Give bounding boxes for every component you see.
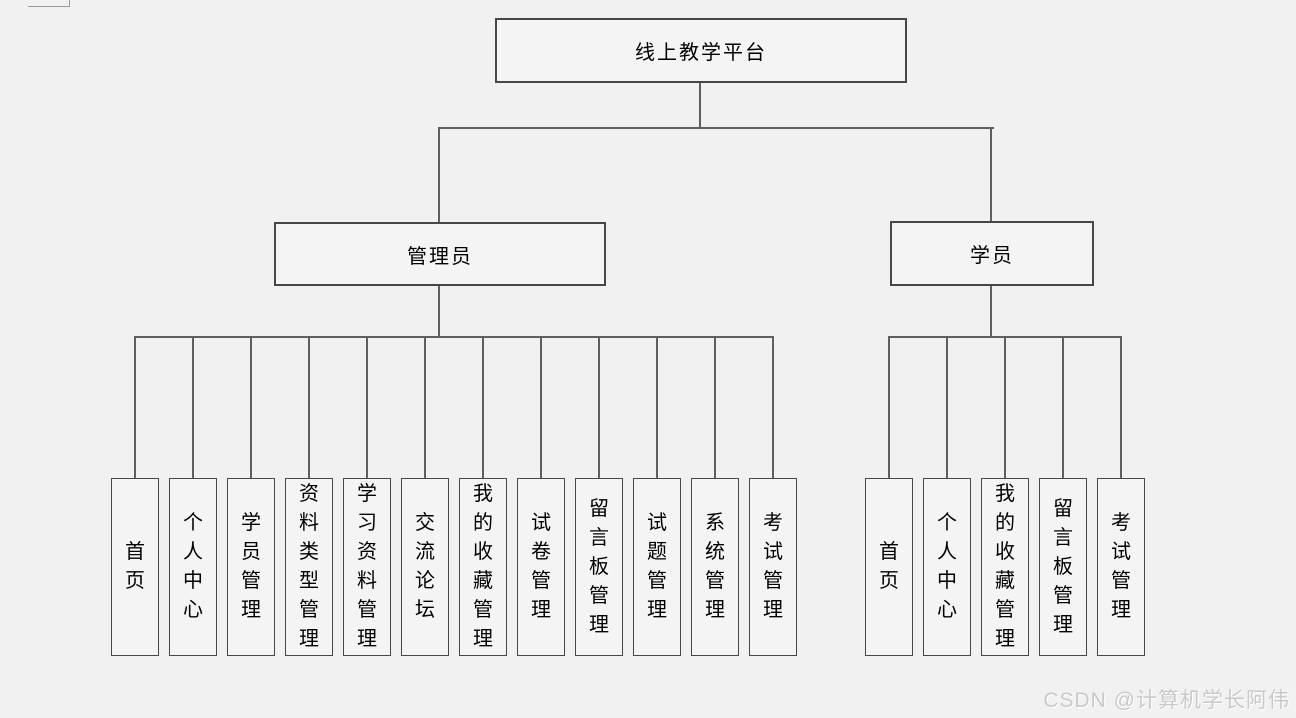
leaf-label: 学习资料管理 <box>357 483 377 650</box>
leaf-label: 学员管理 <box>241 512 261 621</box>
node-student-label: 学员 <box>970 245 1014 267</box>
connector-top-horizontal <box>438 127 994 129</box>
leaf-label: 留言板管理 <box>1053 497 1073 636</box>
connector-leaf-drop <box>134 337 136 478</box>
connector-leaf-drop <box>598 337 600 478</box>
connector-leaf-drop <box>366 337 368 478</box>
connector-leaf-drop <box>772 337 774 478</box>
node-admin: 管理员 <box>274 222 606 286</box>
leaf-node-admin-5: 交流论坛 <box>401 478 449 656</box>
leaf-label: 考试管理 <box>1111 512 1131 621</box>
node-root-platform: 线上教学平台 <box>495 18 907 83</box>
connector-leaf-drop <box>1062 337 1064 478</box>
connector-leaf-drop <box>1120 337 1122 478</box>
node-admin-label: 管理员 <box>407 245 473 268</box>
leaf-node-admin-3: 资料类型管理 <box>285 478 333 656</box>
leaf-label: 交流论坛 <box>415 512 435 621</box>
leaf-label: 考试管理 <box>763 512 783 621</box>
connector-leaf-drop <box>714 337 716 478</box>
connector-leaf-drop <box>424 337 426 478</box>
connector-leaf-drop <box>656 337 658 478</box>
connector-student-stem <box>990 286 992 337</box>
leaf-node-admin-8: 留言板管理 <box>575 478 623 656</box>
connector-admin-stem <box>438 286 440 337</box>
connector-leaf-drop <box>192 337 194 478</box>
watermark: CSDN @计算机学长阿伟 <box>1043 689 1290 712</box>
leaf-label: 系统管理 <box>705 512 725 621</box>
leaf-node-student-3: 留言板管理 <box>1039 478 1087 656</box>
leaf-label: 首页 <box>879 541 899 592</box>
connector-leaf-drop <box>482 337 484 478</box>
leaf-label: 我的收藏管理 <box>473 483 493 650</box>
connector-leaf-drop <box>540 337 542 478</box>
leaf-node-admin-0: 首页 <box>111 478 159 656</box>
leaf-node-admin-7: 试卷管理 <box>517 478 565 656</box>
connector-leaf-drop <box>308 337 310 478</box>
leaf-label: 个人中心 <box>183 512 203 621</box>
leaf-node-student-1: 个人中心 <box>923 478 971 656</box>
leaf-node-admin-10: 系统管理 <box>691 478 739 656</box>
leaf-node-admin-11: 考试管理 <box>749 478 797 656</box>
leaf-node-student-0: 首页 <box>865 478 913 656</box>
leaf-node-admin-2: 学员管理 <box>227 478 275 656</box>
node-student: 学员 <box>890 221 1094 286</box>
leaf-node-admin-9: 试题管理 <box>633 478 681 656</box>
leaf-node-student-4: 考试管理 <box>1097 478 1145 656</box>
connector-leaf-drop <box>1004 337 1006 478</box>
leaf-node-student-2: 我的收藏管理 <box>981 478 1029 656</box>
node-root-label: 线上教学平台 <box>635 42 767 64</box>
connector-admin-drop <box>438 127 440 222</box>
connector-leaf-drop <box>888 337 890 478</box>
connector-root-stem <box>699 83 701 128</box>
connector-leaf-rail-admin <box>134 336 774 338</box>
leaf-label: 资料类型管理 <box>299 483 319 650</box>
leaf-node-admin-1: 个人中心 <box>169 478 217 656</box>
leaf-label: 留言板管理 <box>589 497 609 636</box>
leaf-label: 个人中心 <box>937 512 957 621</box>
leaf-label: 首页 <box>125 541 145 592</box>
leaf-node-admin-4: 学习资料管理 <box>343 478 391 656</box>
leaf-node-admin-6: 我的收藏管理 <box>459 478 507 656</box>
leaf-label: 试卷管理 <box>531 512 551 621</box>
connector-leaf-drop <box>946 337 948 478</box>
connector-student-drop <box>990 127 992 221</box>
leaf-label: 我的收藏管理 <box>995 483 1015 650</box>
connector-leaf-drop <box>250 337 252 478</box>
partial-box-fragment <box>28 0 70 7</box>
leaf-label: 试题管理 <box>647 512 667 621</box>
